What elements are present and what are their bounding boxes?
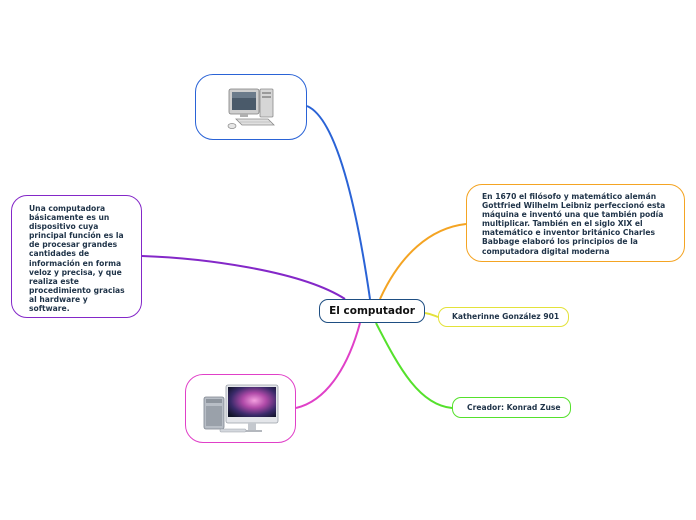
branch-to-pc-image <box>306 105 371 300</box>
definition-text: Una computadora básicamente es un dispos… <box>29 204 125 314</box>
branch-to-creator <box>375 322 453 409</box>
creator-text: Creador: Konrad Zuse <box>467 402 561 412</box>
branch-to-history <box>379 223 467 300</box>
desktop-computer-icon <box>227 88 275 129</box>
desktop-computer-image-node[interactable] <box>195 74 307 140</box>
author-text: Katherinne González 901 <box>452 312 560 322</box>
imac-and-mac-pro-icon <box>203 384 279 433</box>
branch-to-definition <box>141 255 346 300</box>
definition-node[interactable]: Una computadora básicamente es un dispos… <box>11 195 142 318</box>
creator-node[interactable]: Creador: Konrad Zuse <box>452 397 571 418</box>
author-node[interactable]: Katherinne González 901 <box>438 307 569 327</box>
imac-image-node[interactable] <box>185 374 296 443</box>
branch-to-author <box>424 312 439 318</box>
history-text: En 1670 el filósofo y matemático alemán … <box>482 192 666 256</box>
branch-to-imac-image <box>295 322 361 409</box>
central-topic[interactable]: El computador <box>319 299 425 323</box>
history-node[interactable]: En 1670 el filósofo y matemático alemán … <box>466 184 685 262</box>
